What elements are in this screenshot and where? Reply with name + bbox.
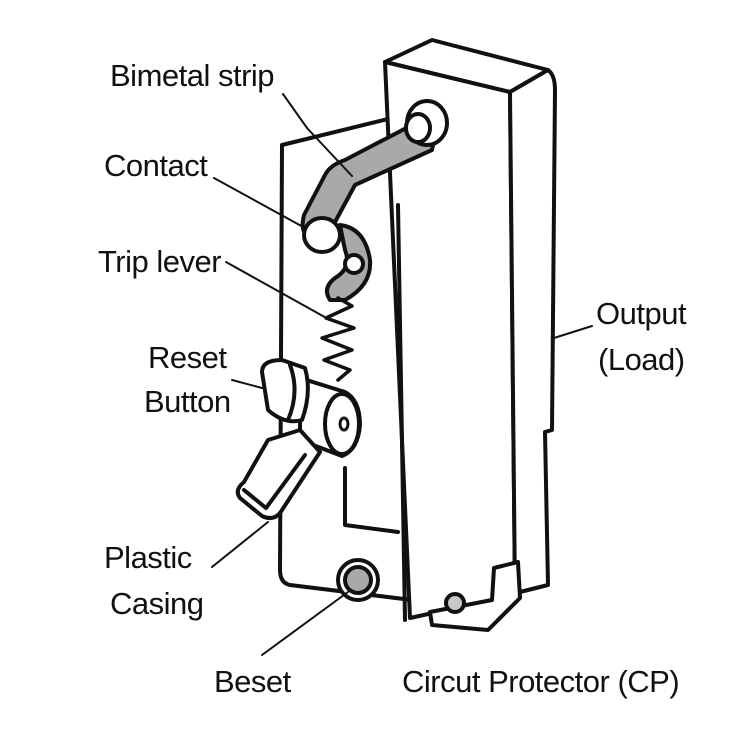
reset-lever-bottom-edge xyxy=(242,453,307,510)
front-plate-edge xyxy=(396,203,407,622)
leader-bimetal-strip xyxy=(282,93,353,177)
leader-lines xyxy=(211,93,593,656)
label-bimetal-strip: Bimetal strip xyxy=(110,58,274,93)
label-output-line2: (Load) xyxy=(598,342,685,377)
leader-contact xyxy=(213,177,306,229)
contact-point xyxy=(302,216,342,254)
trip-spring xyxy=(320,296,356,382)
reset-wing-top xyxy=(260,358,310,424)
labels: Bimetal strip Contact Trip lever Reset B… xyxy=(98,58,687,699)
label-reset-line2: Button xyxy=(144,384,231,419)
casing-front-face xyxy=(508,68,557,597)
label-plastic-line2: Casing xyxy=(110,586,204,621)
label-contact: Contact xyxy=(104,148,208,183)
inner-channel xyxy=(343,466,400,534)
trip-lever-pivot xyxy=(343,253,365,275)
device-illustration xyxy=(235,38,557,632)
reset-lever-bottom xyxy=(235,428,322,520)
leader-plastic-casing xyxy=(211,521,269,568)
label-reset-line1: Reset xyxy=(148,340,227,375)
leader-trip-lever xyxy=(225,261,331,321)
caption: Circut Protector (CP) xyxy=(402,664,679,699)
label-output-line1: Output xyxy=(596,296,687,331)
bottom-terminal-core xyxy=(343,565,373,595)
reset-button-hole xyxy=(338,416,350,432)
leader-beset xyxy=(261,591,349,656)
label-beset: Beset xyxy=(214,664,292,699)
leader-output xyxy=(553,325,593,339)
label-plastic-line1: Plastic xyxy=(104,540,192,575)
label-trip-lever: Trip lever xyxy=(98,244,221,279)
reset-wing-top-edge xyxy=(286,363,297,422)
leader-reset-button xyxy=(231,379,263,389)
top-terminal-face xyxy=(404,112,432,144)
foot-pin xyxy=(444,592,466,614)
